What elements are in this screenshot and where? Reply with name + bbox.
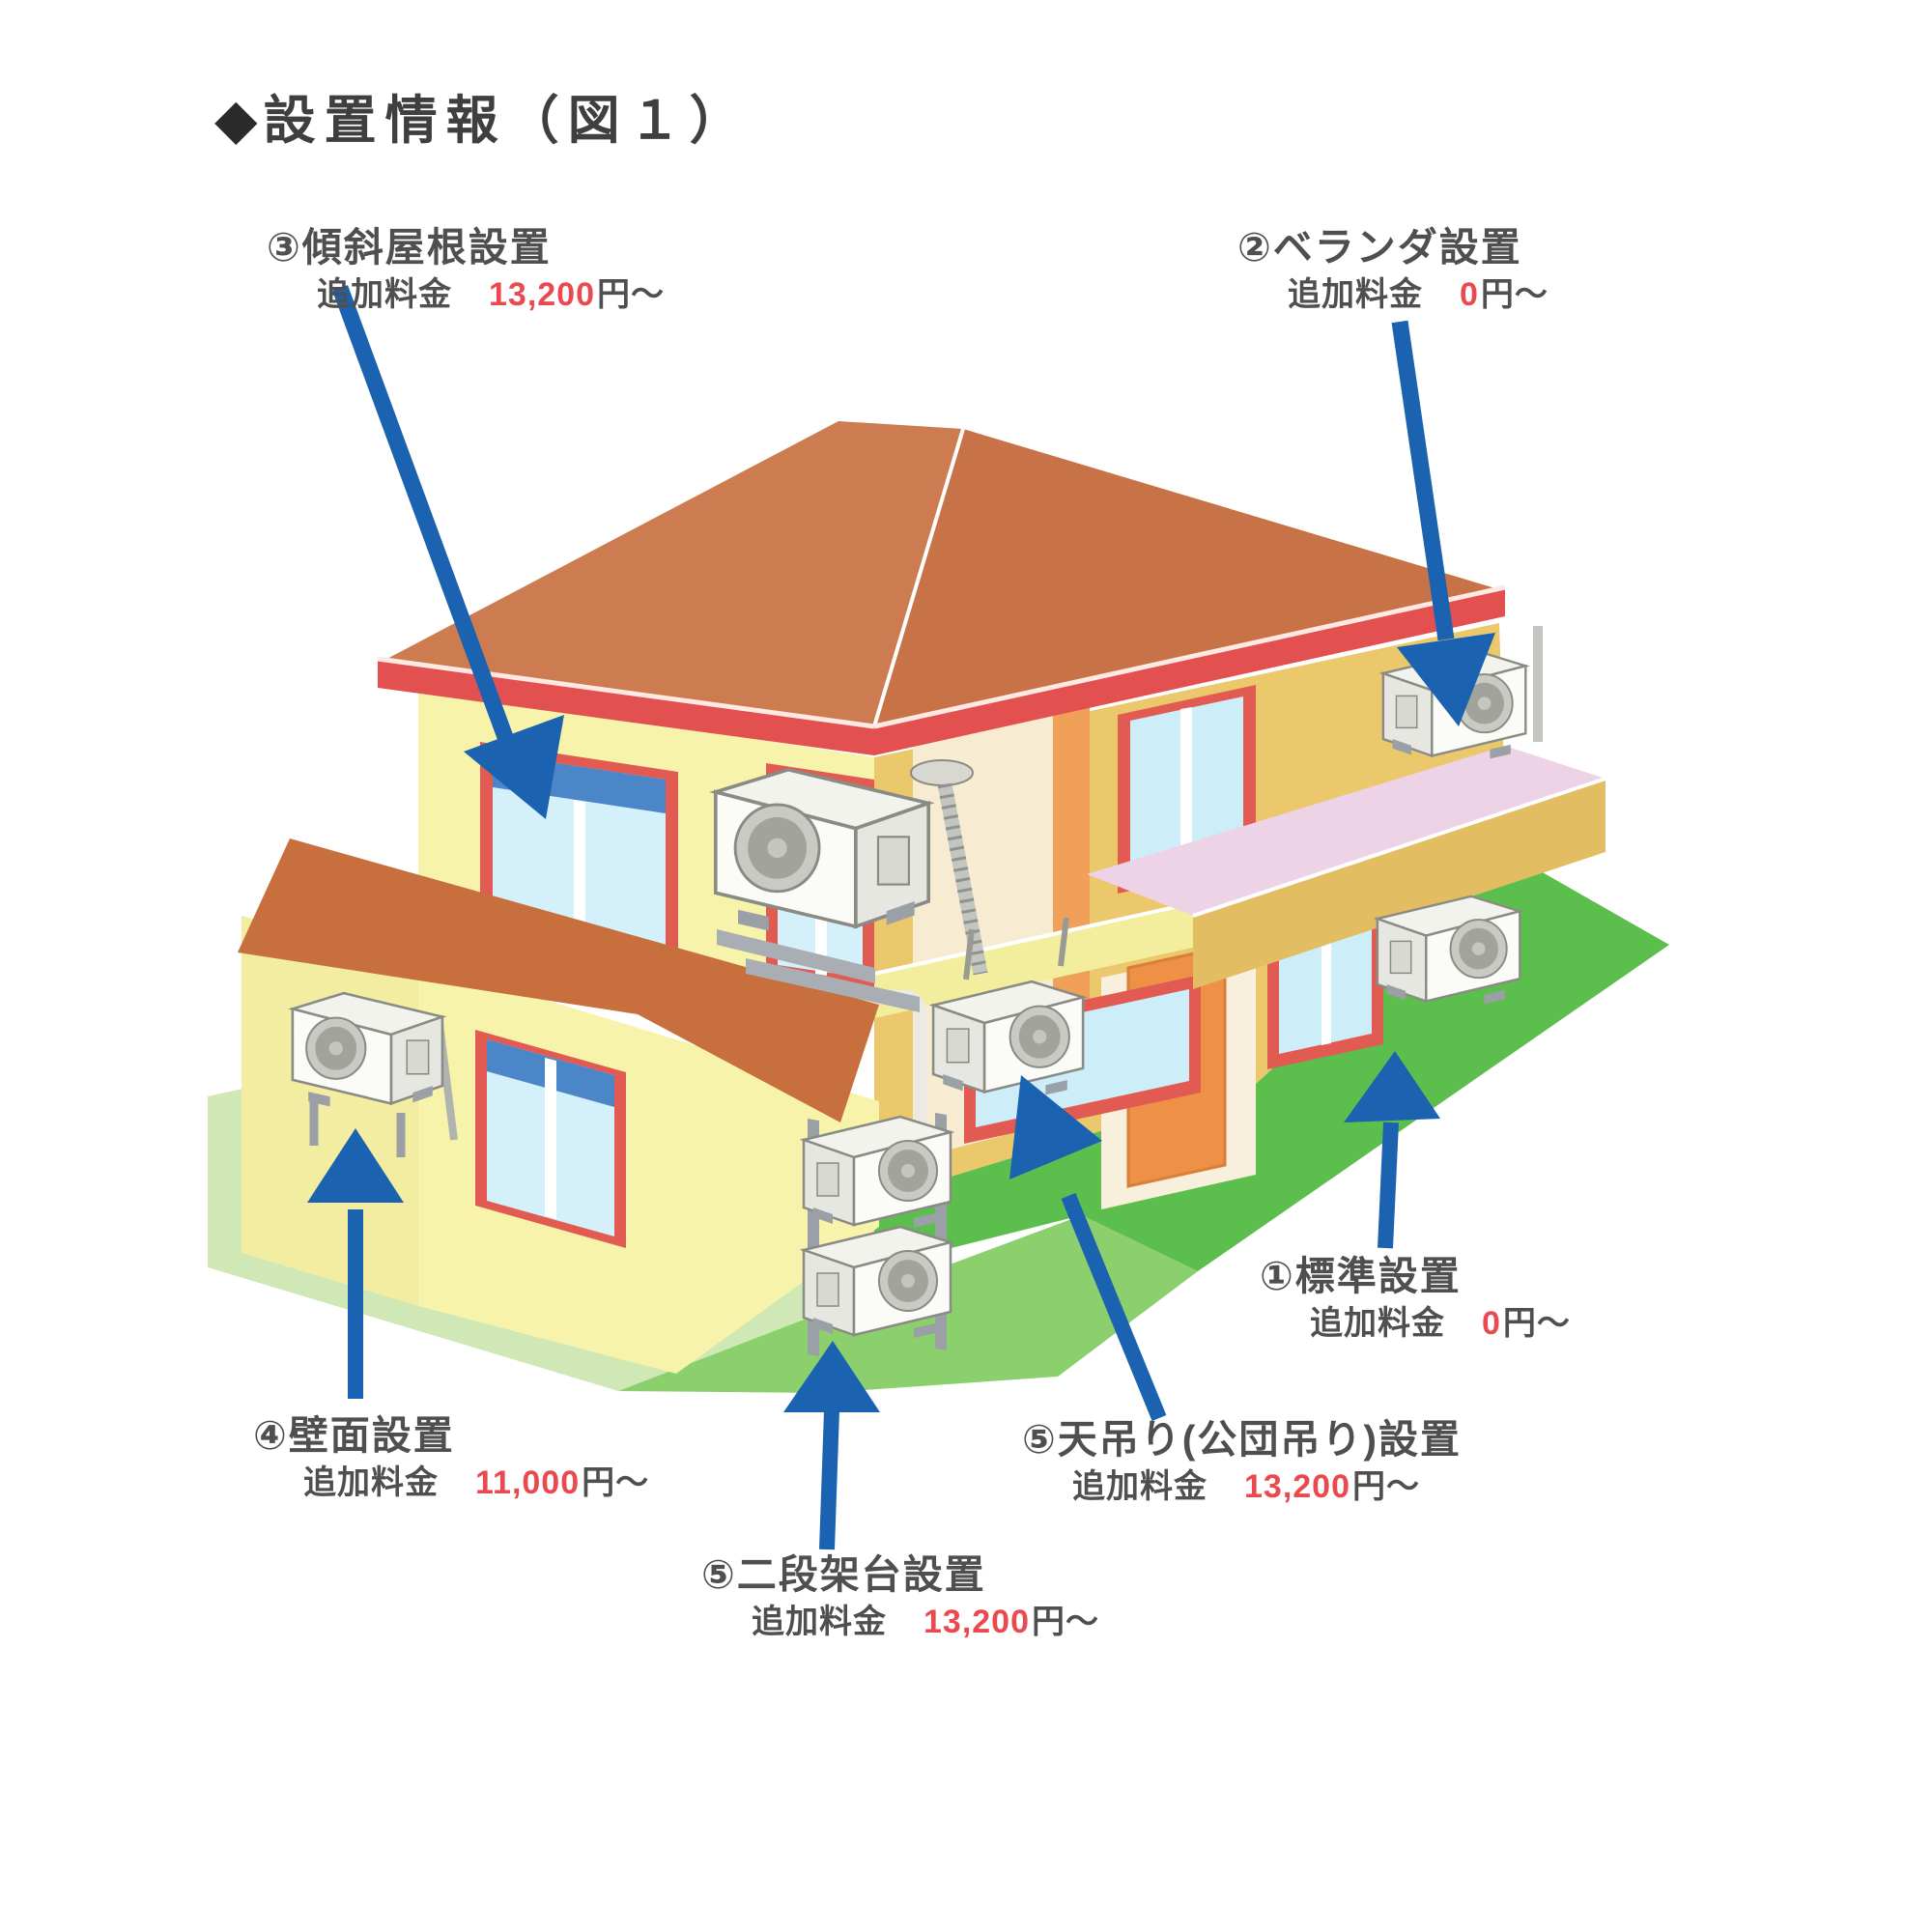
callout-name: ②ベランダ設置 [1237, 225, 1522, 270]
callout-fee: 追加料金 0円～ [1288, 276, 1548, 314]
fee-label: 追加料金 [752, 1604, 887, 1641]
arrow-two-tier [783, 1341, 880, 1550]
callout-fee: 追加料金 13,200円～ [317, 276, 665, 314]
floor-slab [874, 885, 1275, 1018]
callout-name: ③傾斜屋根設置 [267, 225, 552, 270]
roof-hip-line [872, 428, 965, 727]
balcony-floor [1087, 746, 1605, 916]
arrows [307, 285, 1495, 1550]
page-title: ◆設置情報（図１） [214, 77, 751, 154]
fee-price: 0 [1482, 1305, 1501, 1343]
main-roof [377, 421, 1506, 755]
fee-price: 13,200 [923, 1604, 1030, 1641]
arrow-veranda [1391, 320, 1495, 726]
callout-sloped-roof: ③傾斜屋根設置 追加料金 13,200円～ [267, 225, 665, 314]
fee-suffix: 円～ [1502, 1305, 1571, 1343]
fee-suffix: 円～ [1480, 276, 1548, 314]
fee-price: 13,200 [1244, 1468, 1350, 1506]
callout-fee: 追加料金 13,200円～ [1072, 1468, 1462, 1506]
callout-ceiling-hung: ⑤天吊り(公団吊り)設置 追加料金 13,200円～ [1022, 1417, 1463, 1506]
fee-suffix: 円～ [582, 1464, 650, 1502]
fee-label: 追加料金 [303, 1464, 439, 1502]
callout-veranda: ②ベランダ設置 追加料金 0円～ [1237, 225, 1548, 314]
page-title-text: 設置情報（図１） [263, 92, 751, 150]
arrow-standard [1344, 1051, 1440, 1249]
balcony-front [1193, 779, 1605, 989]
lower-sloped-roof [238, 838, 879, 1122]
arrow-sloped-roof [332, 285, 564, 819]
one-story-section [238, 838, 879, 1374]
fee-price: 13,200 [489, 276, 595, 314]
fee-suffix: 円～ [1352, 1468, 1420, 1506]
veranda-balcony [1087, 746, 1606, 989]
callout-two-tier: ⑤二段架台設置 追加料金 13,200円～ [701, 1552, 1099, 1641]
callout-wall: ④壁面設置 追加料金 11,000円～ [253, 1413, 650, 1502]
callout-name: ①標準設置 [1260, 1254, 1462, 1298]
callout-fee: 追加料金 13,200円～ [752, 1604, 1099, 1641]
callout-name: ⑤天吊り(公団吊り)設置 [1022, 1417, 1463, 1462]
fee-label: 追加料金 [1288, 276, 1423, 314]
eave-trim-right [874, 589, 1505, 755]
fee-suffix: 円～ [597, 276, 665, 314]
fee-label: 追加料金 [1072, 1468, 1208, 1506]
fee-label: 追加料金 [1310, 1305, 1445, 1343]
diamond-icon: ◆ [214, 88, 260, 151]
window-first-floor [475, 1030, 626, 1248]
corrugated-hose [937, 782, 988, 976]
callout-name: ④壁面設置 [253, 1413, 455, 1458]
callout-fee: 追加料金 0円～ [1310, 1305, 1571, 1343]
arrow-wall [307, 1128, 404, 1399]
callout-standard: ①標準設置 追加料金 0円～ [1260, 1254, 1571, 1343]
fee-label: 追加料金 [317, 276, 452, 314]
fee-suffix: 円～ [1032, 1604, 1099, 1641]
fee-price: 11,000 [475, 1464, 581, 1502]
window-right-lower [1267, 917, 1383, 1069]
callout-name: ⑤二段架台設置 [701, 1552, 986, 1597]
callout-fee: 追加料金 11,000円～ [303, 1464, 650, 1502]
eave-trim-front [378, 661, 874, 755]
ac-units [291, 649, 1527, 1356]
fee-price: 0 [1460, 276, 1479, 314]
vent-cap [910, 759, 974, 786]
arrow-ceiling-hung [1009, 1075, 1167, 1422]
